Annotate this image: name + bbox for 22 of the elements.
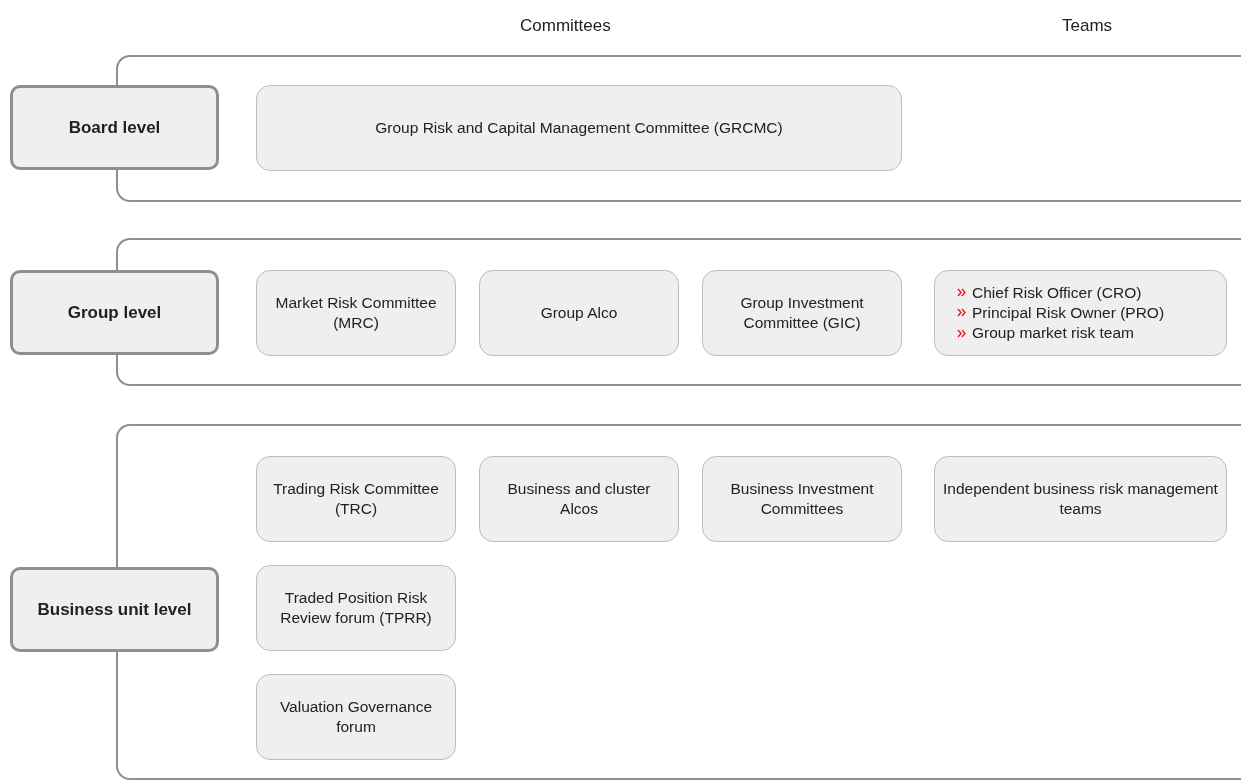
team-item: Chief Risk Officer (CRO) <box>972 282 1142 303</box>
column-header: Teams <box>1062 16 1113 36</box>
level-bracket <box>116 55 1241 202</box>
team-item: Group market risk team <box>972 323 1134 344</box>
level-label: Board level <box>10 85 219 170</box>
level-bracket <box>116 424 1241 780</box>
team-item: Principal Risk Owner (PRO) <box>972 302 1165 323</box>
committee-box: Valuation Governance forum <box>256 674 456 760</box>
column-header: Committees <box>520 16 611 36</box>
committee-box: Independent business risk management teams <box>934 456 1227 542</box>
committee-box: Group Alco <box>479 270 679 356</box>
committee-box: Group Risk and Capital Management Committee (GRCMC) <box>256 85 902 171</box>
level-label: Business unit level <box>10 567 219 652</box>
committee-box: Traded Position Risk Review forum (TPRR) <box>256 565 456 651</box>
committee-box: Market Risk Committee (MRC) <box>256 270 456 356</box>
committee-box: Business Investment Committees <box>702 456 902 542</box>
level-bracket <box>116 238 1241 386</box>
committee-box: Trading Risk Committee (TRC) <box>256 456 456 542</box>
team-card <box>934 270 1227 356</box>
level-label: Group level <box>10 270 219 355</box>
committee-box: Group Investment Committee (GIC) <box>702 270 902 356</box>
committee-box: Business and cluster Alcos <box>479 456 679 542</box>
